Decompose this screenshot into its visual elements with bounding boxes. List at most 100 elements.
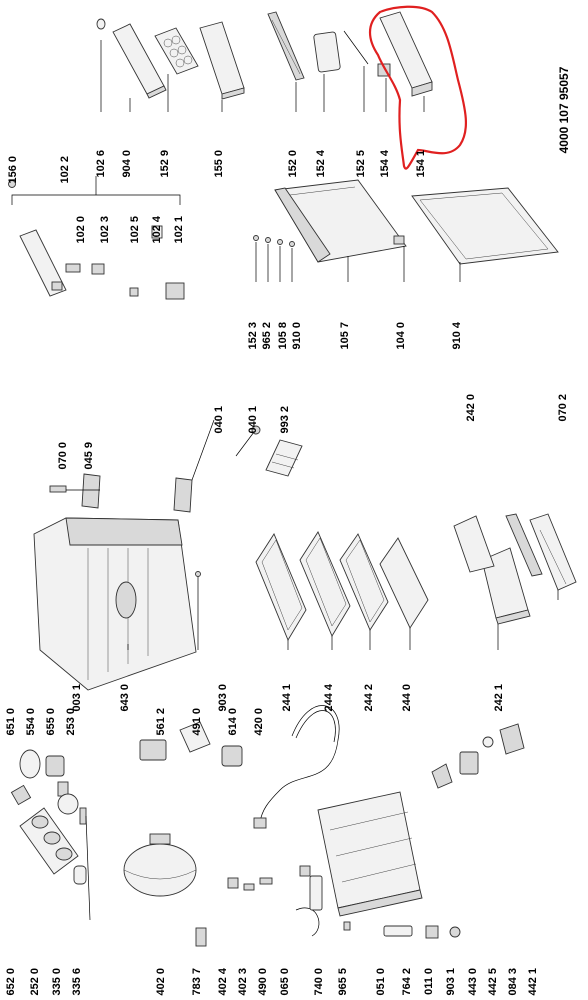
cabinet-part-003-1	[33, 517, 197, 691]
part-label-903-1: 903 1	[445, 968, 457, 996]
fitting-part-965-2	[253, 235, 259, 241]
shelf-part-244-0	[379, 537, 429, 629]
part-402-3	[243, 883, 255, 891]
part-label-152-5: 152 5	[355, 150, 367, 178]
leader-lines	[66, 40, 559, 650]
part-label-335-0: 335 0	[51, 968, 63, 996]
bracket-line-102-0	[11, 176, 181, 205]
top-bar-part-152-4	[267, 11, 305, 81]
part-label-253-0: 253 0	[65, 708, 77, 736]
pad-part-102-5	[91, 263, 105, 275]
shelf-part-244-4	[299, 531, 351, 637]
part-label-102-3: 102 3	[99, 216, 111, 244]
base-part-051-0	[317, 791, 423, 917]
grommet-part-065-0	[299, 865, 311, 877]
part-label-154-4: 154 4	[379, 149, 391, 177]
part-label-244-0: 244 0	[401, 684, 413, 712]
container-part-152-5	[313, 31, 341, 73]
part-label-152-9: 152 9	[159, 150, 171, 178]
part-label-443-0: 443 0	[467, 968, 479, 996]
part-label-102-5: 102 5	[129, 216, 141, 244]
part-label-152-4: 152 4	[315, 149, 327, 177]
part-label-102-0: 102 0	[75, 216, 87, 244]
highlight-outline	[368, 5, 468, 170]
part-label-040-1: 040 1	[247, 406, 259, 434]
bracket-part-102-3	[65, 263, 81, 273]
bracket-part-443-0	[431, 763, 453, 789]
part-label-191-1: 191 1	[0, 0, 3, 28]
part-label-335-6: 335 6	[71, 968, 83, 996]
thermostat-part-252-0	[19, 807, 79, 875]
part-label-242-1: 242 1	[493, 684, 505, 712]
door-shelf-part-152-3	[379, 11, 433, 97]
part-label-442-5: 442 5	[487, 968, 499, 996]
part-label-105-8: 105 8	[277, 322, 289, 350]
part-label-910-4: 910 4	[451, 321, 463, 349]
part-label-965-5: 965 5	[337, 968, 349, 996]
part-label-643-0: 643 0	[119, 684, 131, 712]
part-label-554-0: 554 0	[25, 708, 37, 736]
part-label-102-4: 102 4	[151, 215, 163, 243]
part-490-0	[259, 877, 273, 885]
part-label-045-9: 045 9	[83, 442, 95, 470]
knob-part-253-0	[57, 793, 79, 815]
part-label-910-0: 910 0	[291, 322, 303, 350]
fitting-part-105-7	[289, 241, 295, 247]
drawer-part-242-0	[453, 515, 495, 573]
light-cover-part-651-0	[19, 749, 41, 779]
part-label-102-2: 102 2	[59, 156, 71, 184]
compressor-section	[10, 705, 525, 947]
part-label-903-0: 903 0	[217, 684, 229, 712]
spring-part-335-6	[79, 807, 91, 921]
door-shelf-part-152-0	[199, 21, 245, 100]
part-label-561-2: 561 2	[155, 708, 167, 736]
pad-part-102-4	[129, 287, 139, 297]
part-label-442-1: 442 1	[527, 968, 539, 996]
part-label-965-2: 965 2	[261, 322, 273, 350]
butter-bar-part-152-9	[112, 23, 167, 99]
part-label-402-0: 402 0	[155, 968, 167, 996]
washer-part-084-3	[482, 736, 494, 748]
part-label-051-0: 051 0	[375, 968, 387, 996]
part-label-740-0: 740 0	[313, 968, 325, 996]
part-label-065-0: 065 0	[279, 968, 291, 996]
part-label-011-0: 011 0	[423, 968, 435, 995]
door-frame-part-104-0	[274, 179, 407, 263]
foot-part-011-0	[425, 925, 439, 939]
drain-part-764-2	[383, 925, 413, 937]
rail-part-070-2	[505, 513, 543, 577]
shelf-part-244-1	[255, 533, 307, 642]
switch-part-554-0	[45, 755, 65, 777]
cover-part-070-0	[529, 513, 577, 591]
part-label-490-0: 490 0	[257, 968, 269, 996]
hinge-part-442-1	[499, 723, 525, 755]
egg-tray-part-155-0	[154, 27, 199, 75]
part-label-105-7: 105 7	[339, 322, 351, 350]
part-label-420-0: 420 0	[253, 708, 265, 736]
fitting-part-105-8	[265, 237, 271, 243]
part-label-152-0: 152 0	[287, 150, 299, 178]
part-label-155-0: 155 0	[213, 150, 225, 178]
lamp-part-652-0	[10, 784, 32, 806]
part-label-156-0: 156 0	[7, 156, 19, 184]
clip-part-614-0	[221, 745, 243, 767]
part-label-655-0: 655 0	[45, 708, 57, 736]
hinge-part-442-5	[459, 751, 479, 775]
part-label-102-6: 102 6	[95, 150, 107, 178]
part-label-652-0: 652 0	[5, 968, 17, 996]
knob-part-335-0	[73, 865, 87, 885]
document-number: 4000 107 95057	[557, 66, 571, 153]
part-label-904-0: 904 0	[121, 150, 133, 178]
fitting-part-783-7	[195, 927, 207, 947]
part-label-651-0: 651 0	[5, 708, 17, 736]
power-cord-part-420-0	[253, 705, 340, 829]
door-section	[8, 5, 559, 300]
nut-part-903-1	[449, 926, 461, 938]
part-label-070-0: 070 0	[57, 442, 69, 470]
cover-part-102-0	[19, 229, 67, 297]
part-label-104-0: 104 0	[395, 322, 407, 350]
part-label-244-4: 244 4	[323, 683, 335, 711]
drip-tube-part-740-0	[295, 875, 323, 937]
part-label-003-1: 003 1	[71, 684, 83, 712]
